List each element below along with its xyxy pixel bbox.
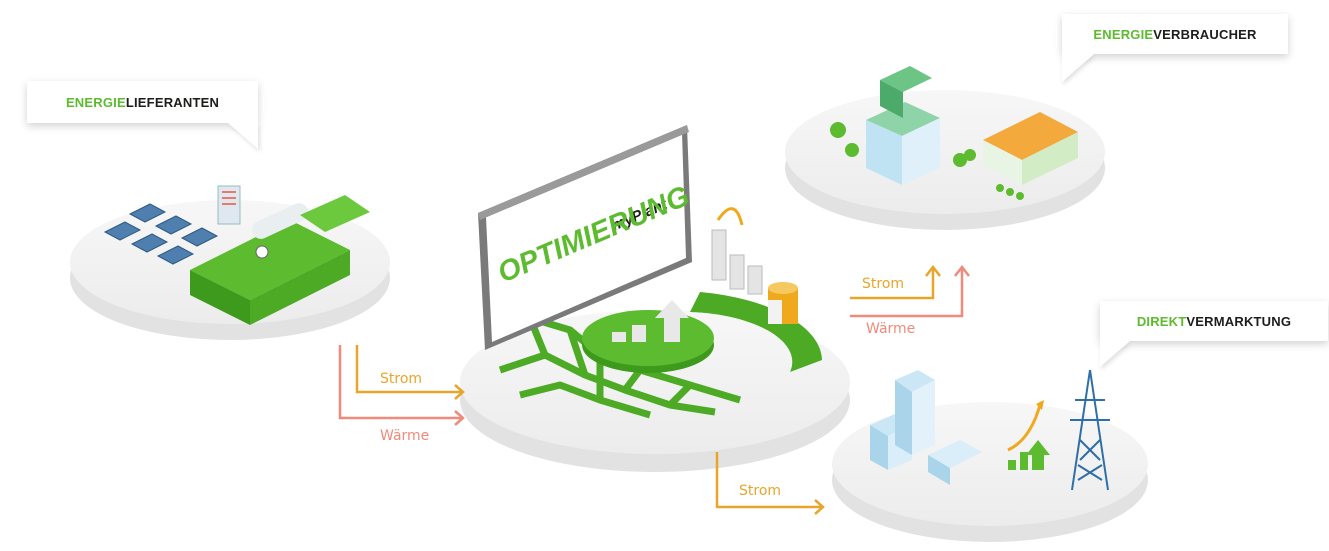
bottom-strom-arrow [715, 452, 825, 515]
flow-label-strom-left: Strom [380, 371, 423, 387]
right-strom-arrow [850, 264, 941, 300]
callout-rest: VERMARKTUNG [1186, 313, 1292, 329]
buildings-marketing-icon [870, 370, 982, 485]
left-strom-arrow [355, 345, 465, 400]
growth-chart-icon [1007, 400, 1050, 470]
buildings-consumer-icon [866, 66, 1078, 185]
callout-tail [1062, 54, 1094, 82]
callout-highlight: ENERGIE [65, 94, 126, 110]
callout-rest: LIEFERANTEN [125, 94, 220, 110]
flow-label-strom-right: Strom [862, 276, 905, 292]
gas-engine-icon [190, 195, 370, 325]
optimization-screen [478, 125, 692, 350]
flow-label-strom-bottom: Strom [739, 483, 782, 499]
flow-label-waerme-right: Wärme [866, 321, 916, 337]
solar-panels-icon [103, 203, 219, 265]
callout-rest: VERBRAUCHER [1153, 26, 1257, 42]
flow-label-waerme-left: Wärme [380, 428, 430, 444]
callout-highlight: DIREKT [1136, 313, 1187, 329]
storage-tank-icon [768, 282, 798, 324]
callout-tail [1100, 341, 1130, 367]
left-waerme-arrow [338, 345, 465, 426]
heat-tower-icon [217, 185, 241, 225]
callout-tail [228, 123, 258, 149]
power-pylon-icon [1070, 369, 1110, 491]
right-waerme-arrow [850, 264, 970, 318]
green-arc-icon [690, 292, 822, 372]
growth-disc-icon [582, 300, 714, 373]
callout-highlight: ENERGIE [1093, 26, 1154, 42]
chart-blocks-icon [711, 207, 763, 295]
trees-icon [830, 122, 1024, 200]
